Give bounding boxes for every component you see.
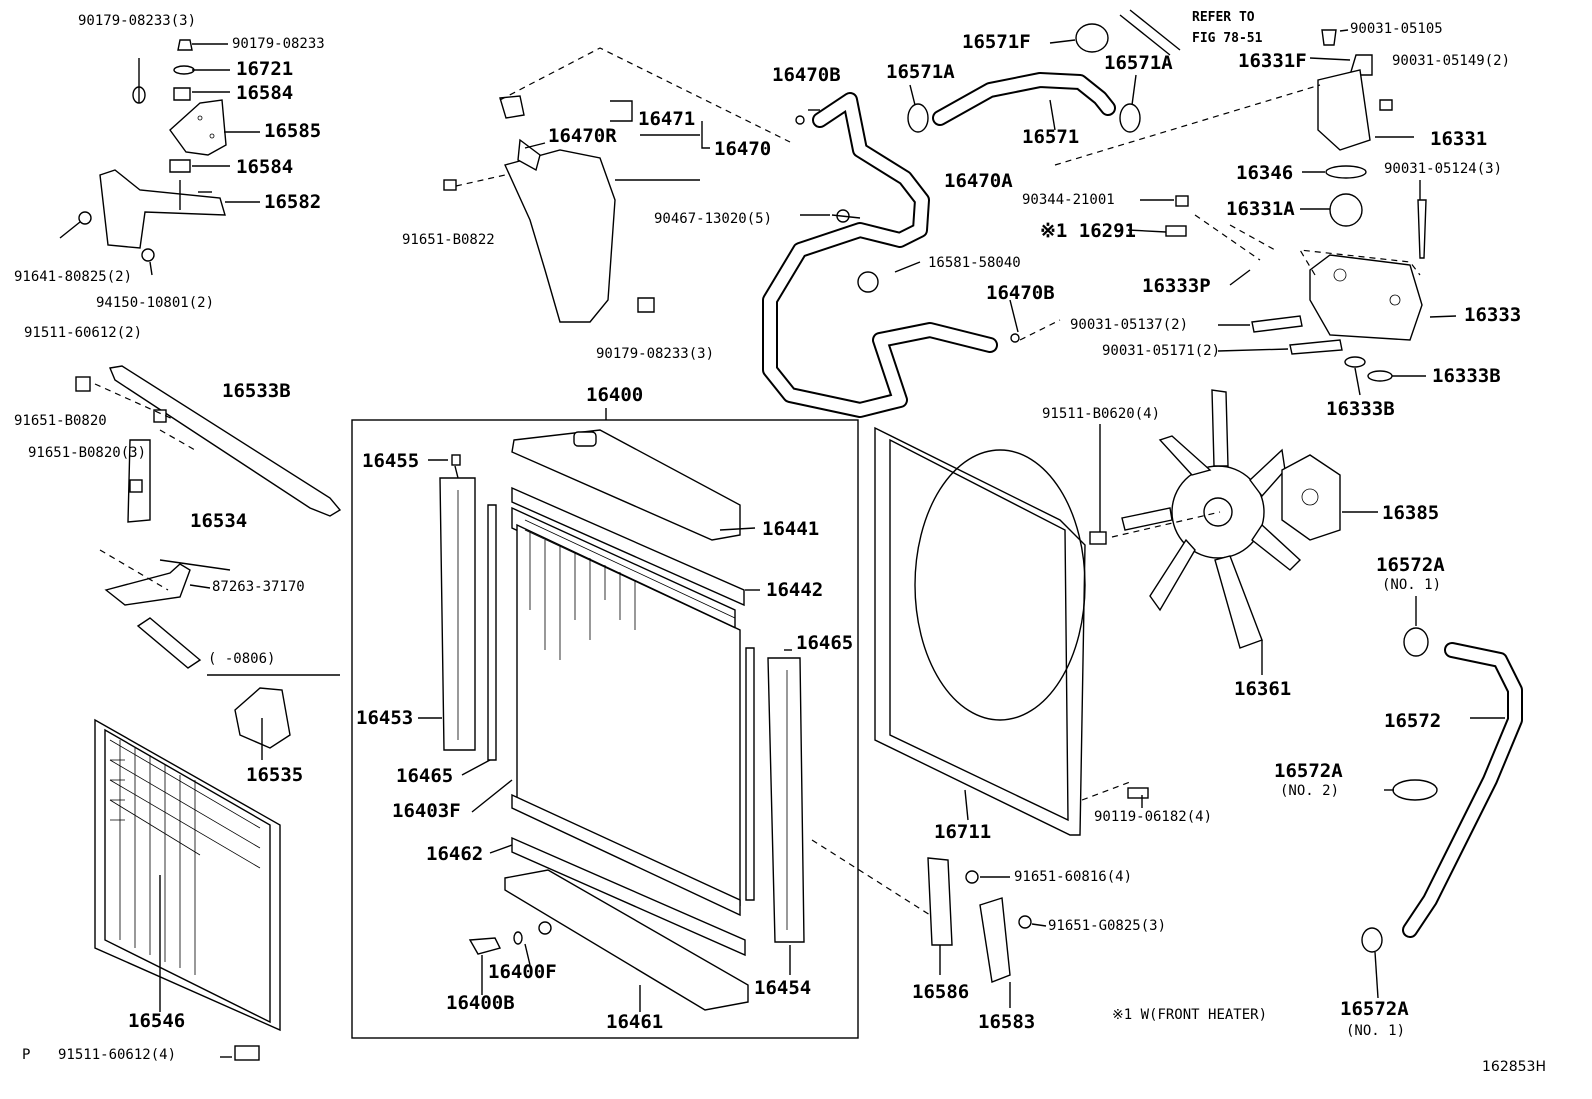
thermostat-housing-shape [1054,29,1427,382]
part-label-91651-B0820-3: 91651-B0820(3) [28,445,147,461]
part-label-16586: 16586 [912,981,970,1003]
part-label-16571: 16571 [1022,126,1080,148]
part-label-16333B-lower: 16333B [1326,398,1395,420]
part-label-16535: 16535 [246,764,304,786]
cooling-fan-shape [1089,389,1341,649]
refer-to-text: REFER TO [1192,10,1255,25]
part-label-94150-10801: 94150-10801(2) [96,295,215,311]
part-label-90031-05171: 90031-05171(2) [1102,343,1221,359]
part-label-90179-08233: 90179-08233 [232,36,325,52]
part-label-16582: 16582 [264,191,322,213]
page-marker: P [22,1047,31,1063]
applicability-range-note: ( -0806) [208,651,276,667]
note-no1-bottom: (NO. 1) [1346,1023,1406,1039]
part-label-90031-05149: 90031-05149(2) [1392,53,1511,69]
radiator-core-shape [468,429,749,1011]
part-label-90031-05124: 90031-05124(3) [1384,161,1503,177]
part-label-16533B: 16533B [222,380,291,402]
part-label-16721: 16721 [236,58,294,80]
part-label-16400F: 16400F [488,961,557,983]
part-label-16461: 16461 [606,1011,664,1033]
part-label-16331F: 16331F [1238,50,1307,72]
part-label-16581-58040: 16581-58040 [928,255,1021,271]
fan-shroud-shape [811,426,1149,916]
part-label-87263-37170: 87263-37170 [212,579,305,595]
part-label-16470R: 16470R [548,125,617,147]
part-label-16333B-right: 16333B [1432,365,1501,387]
diagram-id: 162853H [1482,1059,1546,1075]
figure-reference: FIG 78-51 [1192,31,1263,46]
part-label-16465-left: 16465 [396,765,454,787]
part-label-16470B-lower: 16470B [986,282,1055,304]
part-label-16291: ※1 16291 [1040,220,1136,242]
part-label-16346: 16346 [1236,162,1294,184]
part-label-16584-lower: 16584 [236,156,294,178]
part-label-16583: 16583 [978,1011,1036,1033]
part-label-16465-right: 16465 [796,632,854,654]
lower-brackets-shape [927,857,1032,983]
part-label-91651-B0820: 91651-B0820 [14,413,107,429]
part-label-91511-60612-2: 91511-60612(2) [24,325,143,341]
part-label-16454: 16454 [754,977,812,999]
upper-support-group [75,365,342,676]
lower-hose-shape [1361,627,1523,953]
leader-lines [159,29,1505,1058]
part-label-90467-13020: 90467-13020(5) [654,211,773,227]
part-label-90031-05105: 90031-05105 [1350,21,1443,37]
part-label-16462: 16462 [426,843,484,865]
part-label-16471: 16471 [638,108,696,130]
part-label-16571F: 16571F [962,31,1031,53]
upper-hose-shape [907,9,1181,133]
engine-mount-bracket-group [59,39,260,276]
part-label-16572A-no1-top: 16572A [1376,554,1445,576]
part-label-90119-06182: 90119-06182(4) [1094,809,1213,825]
radiator-assembly-frame [351,419,859,1039]
part-label-16403F: 16403F [392,800,461,822]
part-label-91651-G0825: 91651-G0825(3) [1048,918,1167,934]
part-label-16470A: 16470A [944,170,1013,192]
part-label-16584-upper: 16584 [236,82,294,104]
part-label-16546: 16546 [128,1010,186,1032]
part-label-91651-B0822: 91651-B0822 [402,232,495,248]
part-label-90031-05137: 90031-05137(2) [1070,317,1189,333]
part-label-16400B: 16400B [446,992,515,1014]
part-label-16711: 16711 [934,821,992,843]
part-label-90344-21001: 90344-21001 [1022,192,1115,208]
reservoir-tank-shape [443,47,791,323]
part-label-91641-80825: 91641-80825(2) [14,269,133,285]
part-label-16400: 16400 [586,384,644,406]
part-label-91511-B0620: 91511-B0620(4) [1042,406,1161,422]
note-no2: (NO. 2) [1280,783,1340,799]
part-label-16441: 16441 [762,518,820,540]
footnote-front-heater: ※1 W(FRONT HEATER) [1112,1007,1268,1023]
overflow-hose-shape [762,92,1061,418]
part-label-16572A-no1-bottom: 16572A [1340,998,1409,1020]
part-label-90179-08233-3: 90179-08233(3) [78,13,197,29]
part-label-16333: 16333 [1464,304,1522,326]
part-label-91511-60612-4: 91511-60612(4) [58,1047,177,1063]
note-no1-top: (NO. 1) [1382,577,1442,593]
part-label-16442: 16442 [766,579,824,601]
part-label-16571A-right: 16571A [1104,52,1173,74]
part-label-16572A-no2: 16572A [1274,760,1343,782]
part-label-91651-60816: 91651-60816(4) [1014,869,1133,885]
part-label-16534: 16534 [190,510,248,532]
side-seals-shape [439,454,805,943]
radiator-grille-shape [94,718,281,1061]
part-label-16333P: 16333P [1142,275,1211,297]
part-label-16571A-left: 16571A [886,61,955,83]
part-label-16331: 16331 [1430,128,1488,150]
part-label-16470: 16470 [714,138,772,160]
part-label-16453: 16453 [356,707,414,729]
part-label-16361: 16361 [1234,678,1292,700]
part-label-16470B-upper: 16470B [772,64,841,86]
part-label-16572: 16572 [1384,710,1442,732]
part-label-16331A: 16331A [1226,198,1295,220]
part-label-16585: 16585 [264,120,322,142]
part-label-16455: 16455 [362,450,420,472]
part-label-16385: 16385 [1382,502,1440,524]
part-label-90179-08233-3-reservoir: 90179-08233(3) [596,346,715,362]
